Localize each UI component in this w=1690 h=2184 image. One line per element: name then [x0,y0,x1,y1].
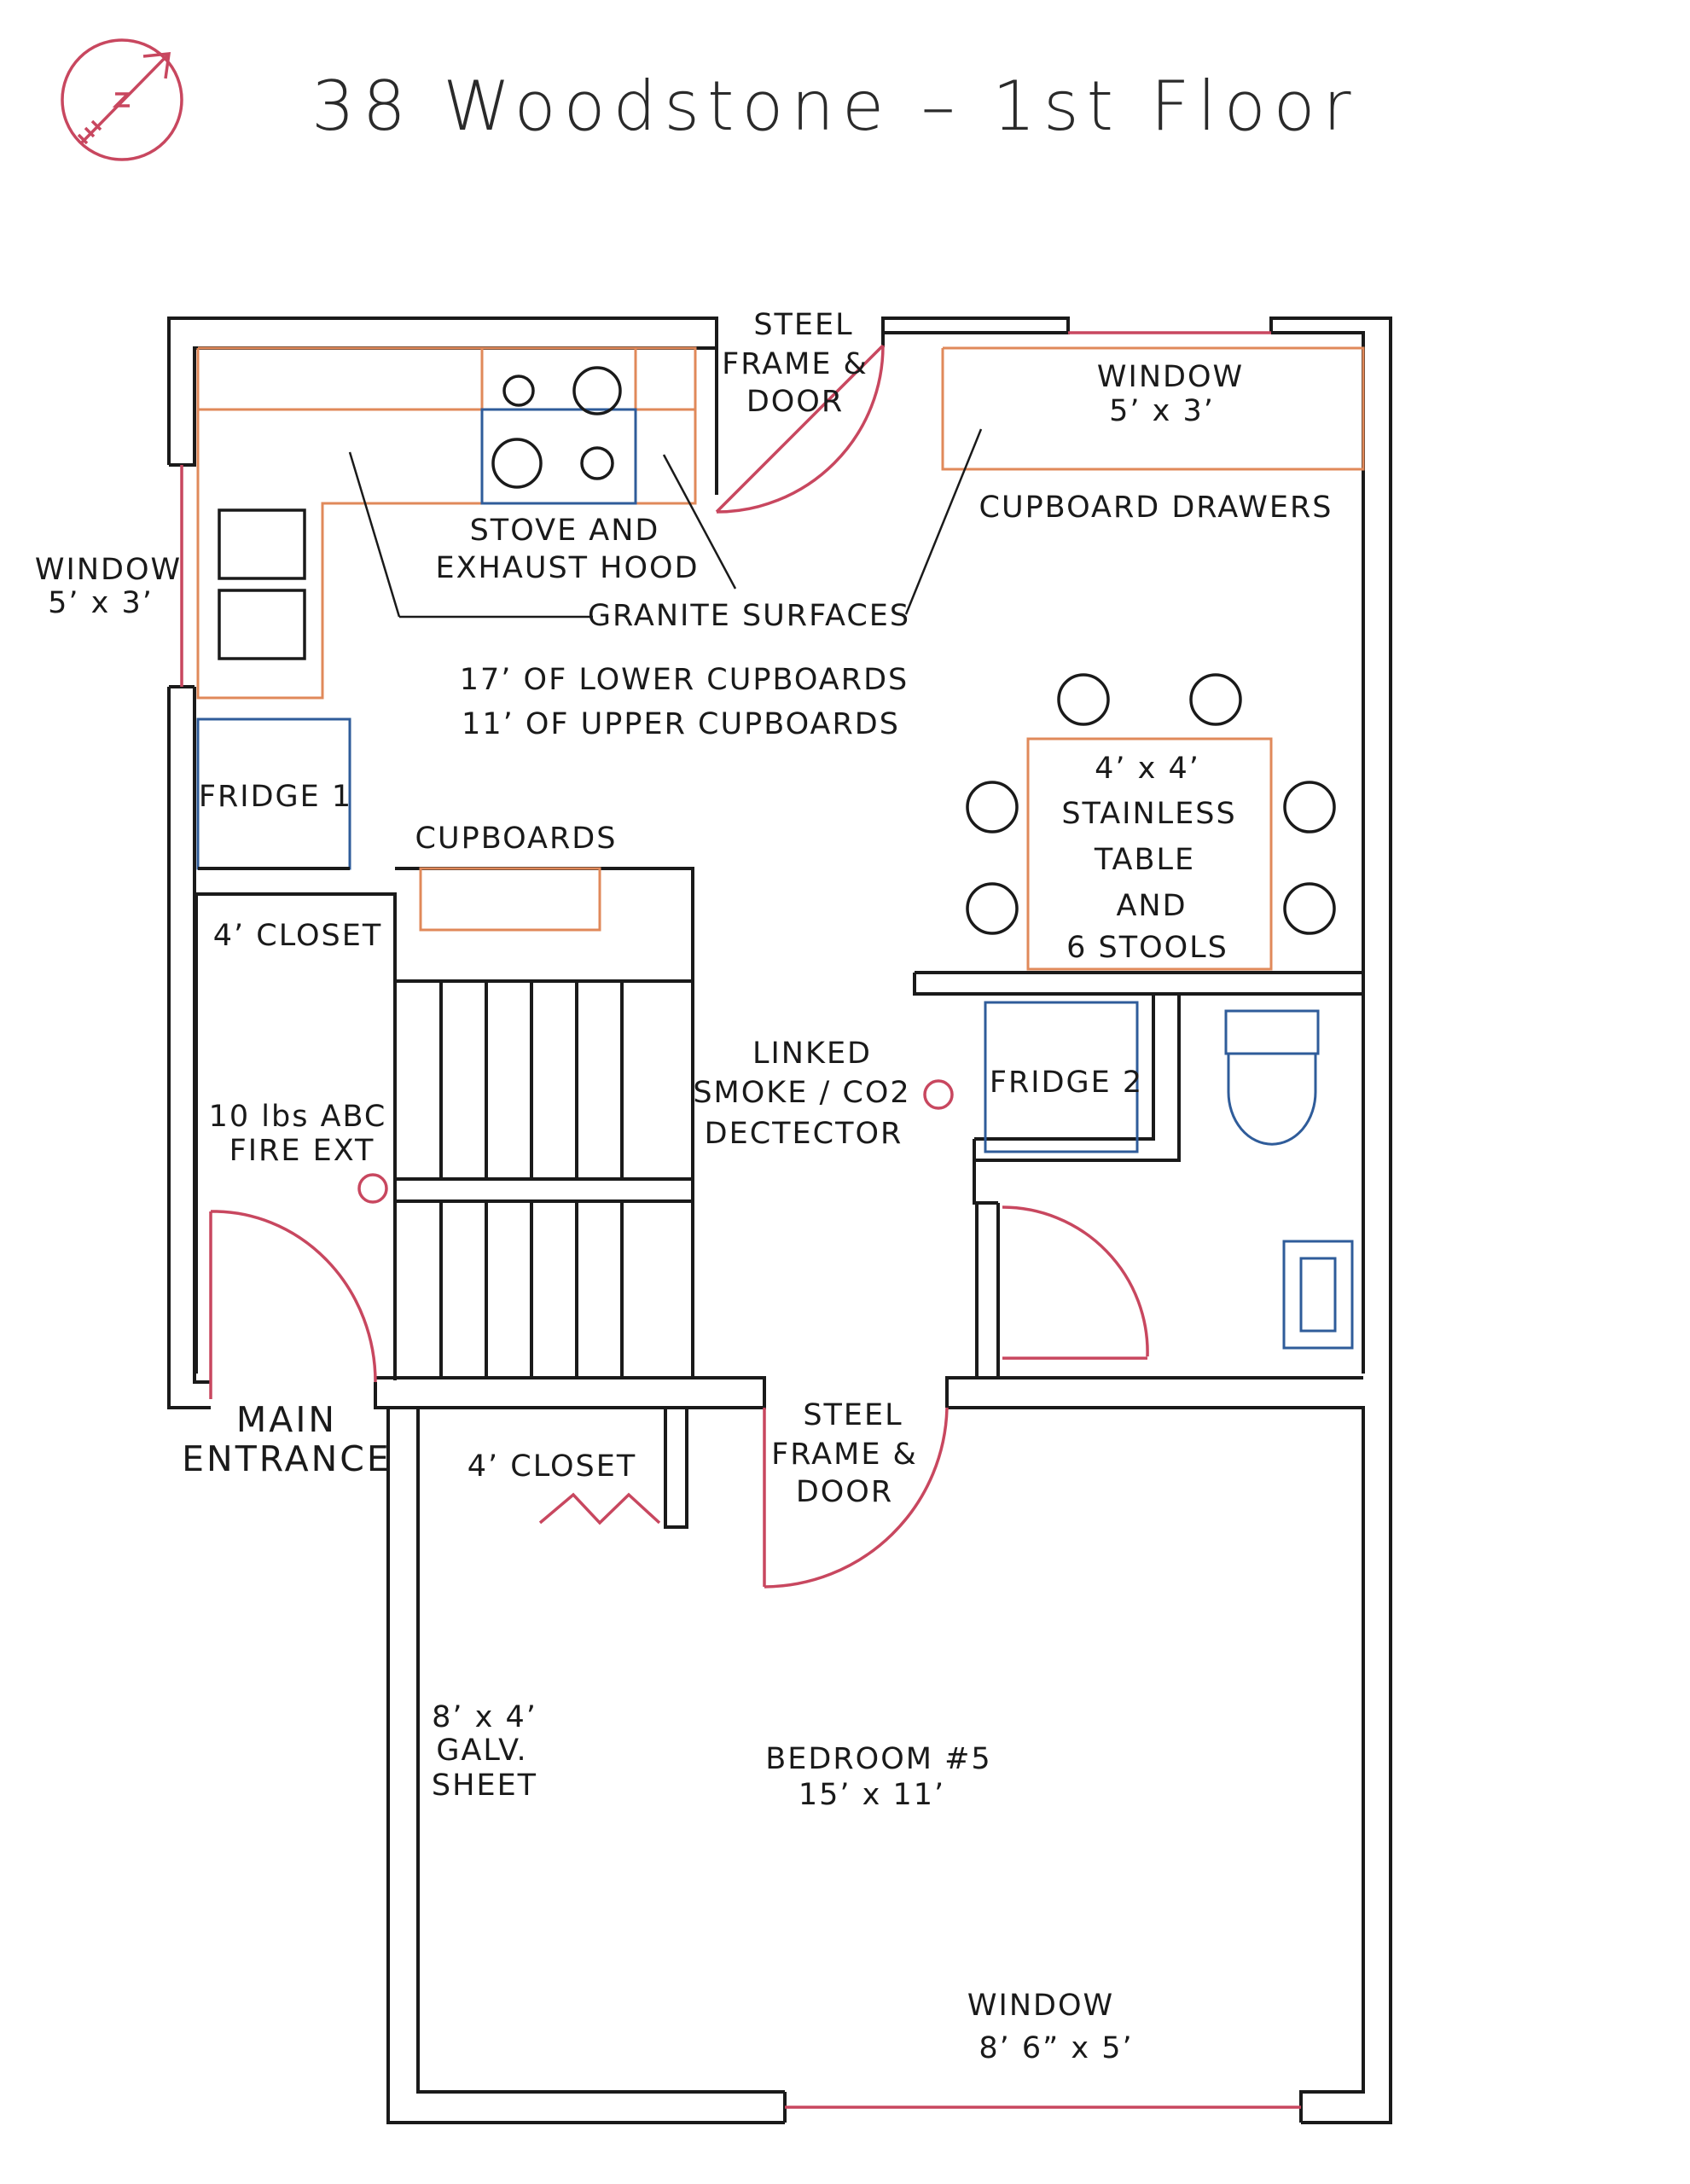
bedroom-size: 15’ x 11’ [799,1778,945,1812]
main-entrance-line1: MAIN [236,1399,337,1440]
main-entrance-line2: ENTRANCE [182,1438,392,1479]
stove-label-line1: STOVE AND [470,514,660,548]
stove-label-line2: EXHAUST HOOD [435,551,699,585]
steel-door-top-line2: FRAME & [722,347,868,381]
fire-ext-line1: 10 lbs ABC [209,1100,387,1134]
toilet-icon [1224,1009,1320,1146]
fire-ext-line2: FIRE EXT [229,1134,375,1168]
granite-surfaces-label: GRANITE SURFACES [588,599,910,633]
window-left-size: 5’ x 3’ [48,586,154,620]
table-label: TABLE [1094,843,1195,877]
bedroom-label: BEDROOM #5 [765,1742,991,1776]
closet-hanger-icon [538,1492,661,1525]
page-title: 38 Woodstone – 1st Floor [311,67,1358,146]
steel-door-top-line1: STEEL [753,308,853,342]
fridge-2-label: FRIDGE 2 [990,1066,1143,1100]
steel-door-mid-line3: DOOR [796,1475,893,1509]
steel-door-top-line3: DOOR [746,385,844,419]
smoke-detector-icon [923,1079,954,1110]
cupboards-label: CUPBOARDS [415,822,618,856]
upper-cupboards-label: 11’ OF UPPER CUPBOARDS [462,707,900,741]
closet-bedroom-label: 4’ CLOSET [468,1449,636,1484]
smoke-detector-line2: SMOKE / CO2 [693,1076,910,1110]
walls [167,317,1392,2124]
door-bedroom [763,1407,949,1589]
cupboard-drawers-label: CUPBOARD DRAWERS [979,491,1333,525]
table-stools-label: 6 STOOLS [1066,931,1228,965]
window-top-label: WINDOW [1097,360,1244,394]
galv-sheet-size: 8’ x 4’ [432,1700,537,1734]
galv-sheet-line2: GALV. [436,1734,527,1768]
door-bathroom [1002,1205,1149,1360]
sink-icon [218,508,306,660]
lower-cupboards-label: 17’ OF LOWER CUPBOARDS [460,663,909,697]
fridge-1-label: FRIDGE 1 [199,780,352,814]
fridge-2-icon [984,1001,1139,1153]
leader-lines [348,428,983,619]
stove-icon [480,366,637,505]
shower-drain-icon [1282,1240,1354,1350]
window-left-label: WINDOW [35,553,182,587]
steel-door-mid-line1: STEEL [803,1398,903,1432]
door-top [715,344,885,514]
table-size-label: 4’ x 4’ [1095,752,1200,786]
window-top-size: 5’ x 3’ [1109,394,1215,428]
door-main-entrance [209,1210,377,1399]
smoke-detector-line1: LINKED [752,1037,872,1071]
table-and-label: AND [1116,889,1187,923]
galv-sheet-line3: SHEET [432,1769,537,1803]
steel-door-mid-line2: FRAME & [771,1438,918,1472]
fire-extinguisher-icon [357,1173,388,1204]
table-material-label: STAINLESS [1061,797,1236,831]
smoke-detector-line3: DECTECTOR [705,1117,903,1151]
closet-left-label: 4’ CLOSET [213,919,382,953]
north-arrow-icon [61,38,183,161]
window-bottom-label: WINDOW [967,1989,1114,2023]
window-bottom-size: 8’ 6” x 5’ [979,2031,1133,2065]
table-icon [966,673,1336,971]
